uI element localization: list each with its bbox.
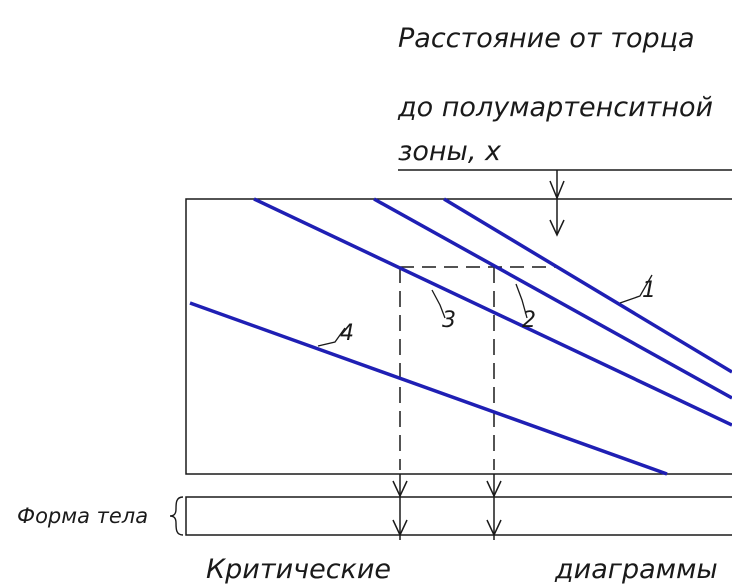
title-line-1: Расстояние от торца	[398, 23, 695, 54]
curve-1	[443, 197, 732, 374]
curve-label-1: 1	[642, 278, 656, 303]
distance-arrow-head-top	[549, 180, 565, 200]
footer-left: Критические	[206, 554, 391, 585]
curve-2	[373, 197, 732, 400]
leader-3	[431, 289, 446, 319]
leader-4	[317, 327, 346, 347]
leader-1	[619, 274, 653, 304]
leader-2	[515, 283, 528, 319]
curve-label-4: 4	[340, 321, 354, 346]
distance-arrow-head-bottom	[549, 219, 565, 237]
curve-label-2: 2	[522, 308, 536, 333]
diagram-frame	[185, 198, 732, 475]
curly-brace	[169, 496, 184, 536]
curve-label-3: 3	[442, 308, 456, 333]
title-line-2: до полумартенситной	[397, 92, 713, 123]
curve-4	[189, 301, 668, 476]
footer-right: диаграммы	[554, 554, 718, 585]
body-shape-label: Форма тела	[17, 504, 148, 528]
title-line-3: зоны, x	[398, 136, 502, 167]
curve-3	[253, 197, 732, 427]
body-shape-strip	[185, 496, 732, 536]
